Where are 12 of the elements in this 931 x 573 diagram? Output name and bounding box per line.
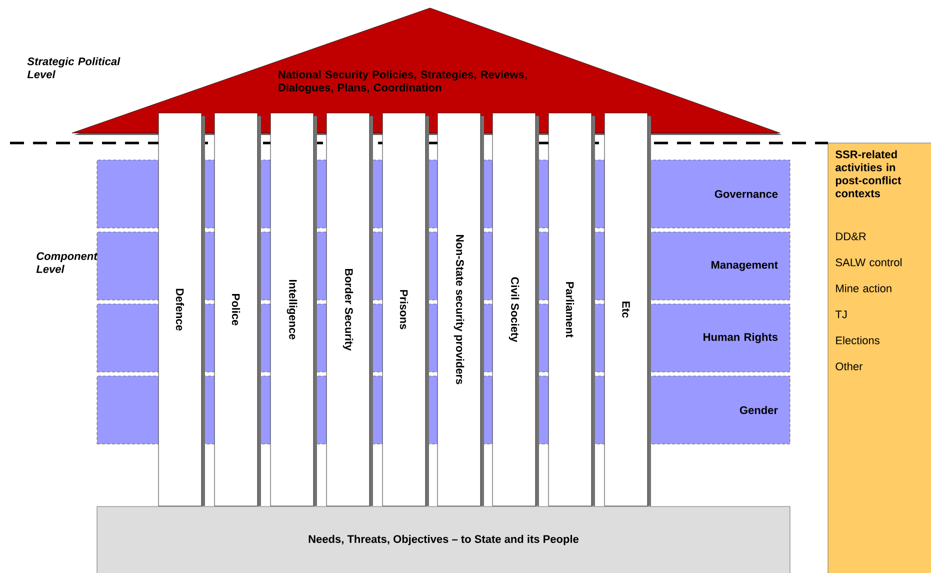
pillar: Intelligence [270, 112, 317, 506]
pillar: Parliament [548, 112, 595, 506]
pillar: Etc [604, 112, 651, 506]
level-label: Component Level [36, 252, 98, 273]
pillar: Defence [158, 112, 205, 506]
foundation-box: Needs, Threats, Objectives – to State and its People [96, 506, 790, 573]
pillar: Border Security [326, 112, 373, 506]
pillar: Civil Society [492, 112, 539, 506]
pillar: Police [214, 112, 261, 506]
activities-panel: SSR-related activities in post-conflict contexts DD&R SALW control Mine action TJ Elections Other [828, 142, 931, 573]
pillar: Non-State security providers [437, 112, 484, 506]
pillar: Prisons [382, 112, 429, 506]
